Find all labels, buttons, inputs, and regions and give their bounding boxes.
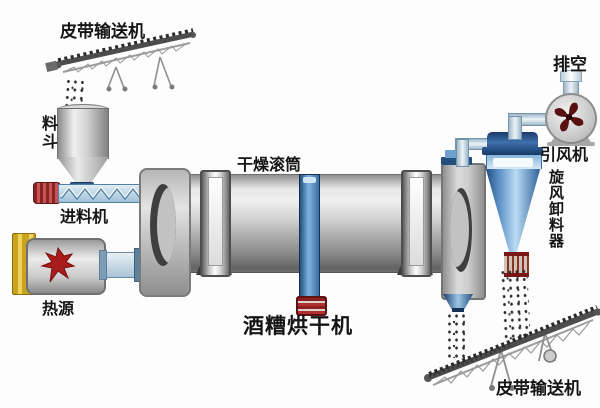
drum-discharge-stream <box>446 312 468 358</box>
duct-to-cyclone-v <box>456 139 469 167</box>
duct-cyclone-to-fan-v <box>508 116 522 140</box>
label-drying-drum: 干燥滚筒 <box>237 155 302 174</box>
screw-auger-icon <box>59 185 151 201</box>
screw-feeder-tube <box>58 184 152 203</box>
hot-air-duct-flange-left <box>99 250 107 280</box>
stand-drive-base <box>296 296 327 316</box>
riding-ring-right <box>401 170 432 277</box>
fan-base <box>547 142 595 146</box>
label-belt-conveyor-top: 皮带输送机 <box>60 22 145 42</box>
cyclone-cone <box>485 166 541 254</box>
housing-discharge-funnel <box>443 294 473 309</box>
cyclone-lid <box>487 132 538 149</box>
label-feeder: 进料机 <box>60 207 109 226</box>
exhaust-stack-tip <box>560 70 582 82</box>
belt-conveyor-top-icon <box>45 28 196 92</box>
diagram-title: 酒糟烘干机 <box>243 314 353 338</box>
belt-conveyor-bottom-icon <box>424 305 600 391</box>
label-cyclone-discharger: 旋风卸料器 <box>547 169 565 249</box>
fan-blades-icon <box>554 102 584 132</box>
drum-end-opening-right <box>450 188 472 272</box>
feeder-motor <box>33 182 61 204</box>
cyclone-flange <box>482 147 543 155</box>
label-hopper: 料斗 <box>39 115 58 151</box>
hopper-cone <box>57 157 109 184</box>
riding-ring-left <box>200 170 231 277</box>
hopper-body <box>57 108 109 159</box>
label-belt-conveyor-bottom: 皮带输送机 <box>496 379 581 399</box>
flame-icon <box>40 246 76 283</box>
label-induced-draft-fan: 引风机 <box>540 145 589 164</box>
cyclone-barrel-highlight <box>493 158 533 167</box>
drum-end-opening-left <box>150 184 176 266</box>
label-exhaust: 排空 <box>553 55 587 75</box>
label-heat-source: 热源 <box>42 299 75 318</box>
housing-funnel-tip <box>452 308 464 312</box>
drum-support-stand <box>299 174 320 299</box>
